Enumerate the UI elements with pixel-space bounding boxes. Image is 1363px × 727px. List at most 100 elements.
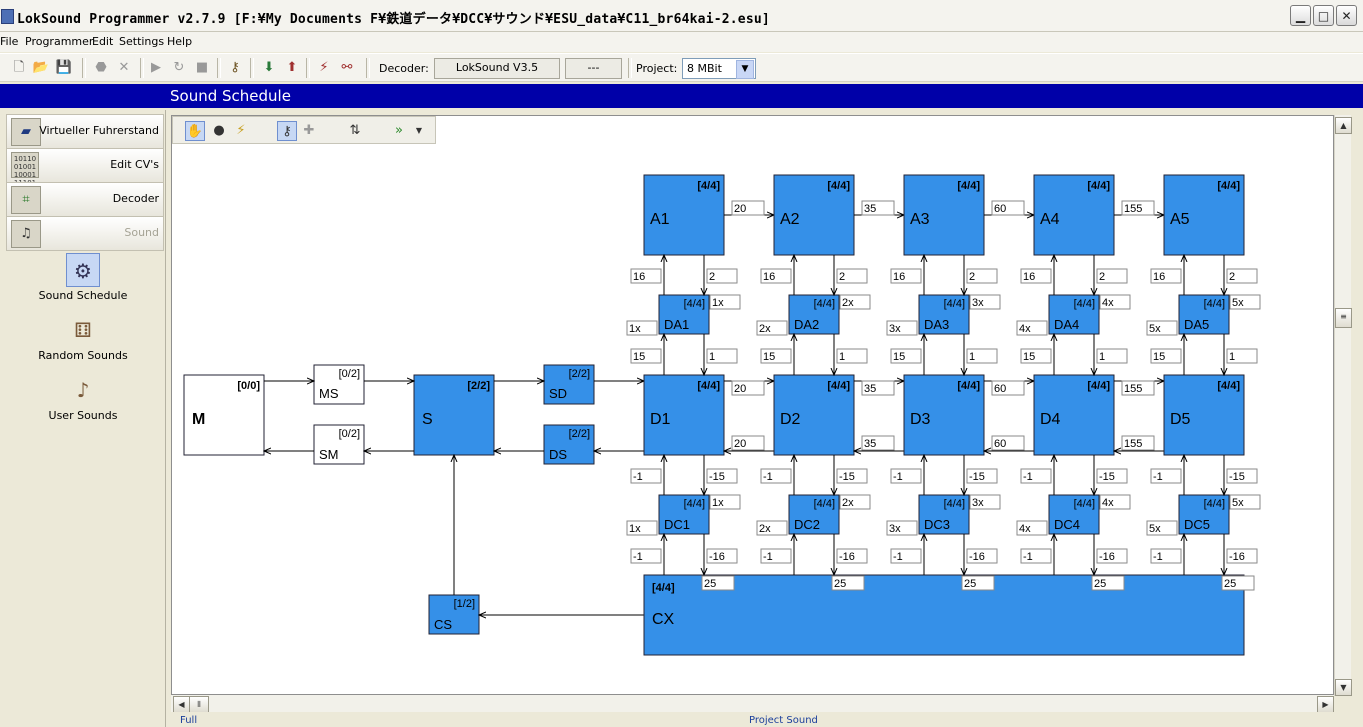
value-label-up[interactable]: 2 — [966, 268, 998, 284]
value-label-multiplier[interactable]: 4x — [1016, 520, 1048, 536]
block-a5[interactable]: [4/4]A5 — [1163, 174, 1245, 256]
stop-icon[interactable]: ■ — [195, 60, 209, 75]
value-label-up[interactable]: 16 — [1020, 268, 1052, 284]
key-tool-icon[interactable]: ⚷ — [277, 121, 297, 141]
close-icon[interactable]: ✕ — [1336, 5, 1357, 26]
value-label-mid[interactable]: 15 — [630, 348, 662, 364]
value-label-multiplier[interactable]: 1x — [626, 320, 658, 336]
value-label-step[interactable]: 35 — [861, 380, 895, 396]
block-d5[interactable]: [4/4]D5 — [1163, 374, 1245, 456]
chevron-down-icon[interactable]: ▼ — [736, 60, 754, 79]
value-label-up[interactable]: 2 — [1226, 268, 1258, 284]
sidebar-item-sound[interactable]: ♫ Sound — [6, 216, 164, 251]
repeat-icon[interactable]: ↻ — [173, 60, 185, 75]
block-cx[interactable]: [4/4]CX — [643, 574, 1245, 656]
block-a3[interactable]: [4/4]A3 — [903, 174, 985, 256]
value-label-mid[interactable]: 1 — [1096, 348, 1128, 364]
value-label-low[interactable]: -1 — [760, 468, 792, 484]
block-a4[interactable]: [4/4]A4 — [1033, 174, 1115, 256]
block-d2[interactable]: [4/4]D2 — [773, 374, 855, 456]
scroll-up-icon[interactable]: ▲ — [1335, 117, 1352, 134]
block-da5[interactable]: [4/4]DA5 — [1178, 294, 1230, 335]
value-label-bottom[interactable]: -16 — [1226, 548, 1258, 564]
sidebar-item-decoder[interactable]: ⌗ Decoder — [6, 182, 164, 217]
value-label-up[interactable]: 2 — [706, 268, 738, 284]
value-label-bottom[interactable]: -1 — [630, 548, 662, 564]
lightning-tool-icon[interactable]: ⚡ — [236, 123, 246, 138]
sidebar-item-virtueller-fuhrerstand[interactable]: ▰ Virtueller Fuhrerstand — [6, 114, 164, 149]
block-dc3[interactable]: [4/4]DC3 — [918, 494, 970, 535]
value-label-bottom[interactable]: -1 — [890, 548, 922, 564]
block-dc1[interactable]: [4/4]DC1 — [658, 494, 710, 535]
value-label-up[interactable]: 16 — [1150, 268, 1182, 284]
pointer-tool-icon[interactable]: ✋ — [185, 121, 205, 141]
drop-tool-icon[interactable]: ● — [213, 123, 225, 138]
value-label-mid[interactable]: 15 — [760, 348, 792, 364]
value-label-multiplier[interactable]: 1x — [709, 494, 741, 510]
schedule-canvas[interactable]: [0/0]M[0/2]MS[0/2]SM[2/2]S[2/2]SD[2/2]DS… — [171, 115, 1334, 695]
menu-edit[interactable]: Edit — [92, 35, 114, 48]
value-label-multiplier[interactable]: 1x — [709, 294, 741, 310]
chevron-down-icon[interactable]: ▼ — [415, 126, 423, 135]
value-label-multiplier[interactable]: 2x — [756, 520, 788, 536]
value-label-multiplier[interactable]: 3x — [969, 494, 1001, 510]
value-label-low[interactable]: -1 — [1150, 468, 1182, 484]
scroll-thumb[interactable]: ≡ — [1335, 308, 1352, 328]
stop-sign-icon[interactable]: ⬣ — [95, 60, 107, 75]
value-label-bottom[interactable]: -16 — [706, 548, 738, 564]
value-label-step[interactable]: 20 — [731, 200, 765, 216]
value-label-multiplier[interactable]: 5x — [1229, 294, 1261, 310]
sidebar-item-edit-cvs[interactable]: 10110010011000111101 Edit CV's — [6, 148, 164, 187]
value-label-step[interactable]: 155 — [1121, 435, 1155, 451]
value-label-multiplier[interactable]: 4x — [1099, 494, 1131, 510]
value-label-low[interactable]: -15 — [706, 468, 738, 484]
value-label-step[interactable]: 20 — [731, 435, 765, 451]
value-label-multiplier[interactable]: 2x — [756, 320, 788, 336]
value-label-bottom[interactable]: -1 — [760, 548, 792, 564]
value-label-cx[interactable]: 25 — [961, 575, 995, 591]
horizontal-scrollbar[interactable]: ◀ ⦀ ▶ — [171, 695, 1334, 713]
maximize-icon[interactable]: □ — [1313, 5, 1334, 26]
value-label-multiplier[interactable]: 4x — [1099, 294, 1131, 310]
block-sm[interactable]: [0/2]SM — [313, 424, 365, 465]
value-label-bottom[interactable]: -1 — [1150, 548, 1182, 564]
block-dc2[interactable]: [4/4]DC2 — [788, 494, 840, 535]
sidebar-subitem-user-sounds[interactable]: ♪ User Sounds — [20, 373, 146, 422]
value-label-mid[interactable]: 15 — [1150, 348, 1182, 364]
scroll-down-icon[interactable]: ▼ — [1335, 679, 1352, 696]
scroll-right-icon[interactable]: ▶ — [1317, 696, 1334, 713]
value-label-multiplier[interactable]: 1x — [626, 520, 658, 536]
sidebar-subitem-sound-schedule[interactable]: ⚙ Sound Schedule — [20, 253, 146, 302]
value-label-mid[interactable]: 1 — [1226, 348, 1258, 364]
value-label-step[interactable]: 60 — [991, 380, 1025, 396]
value-label-multiplier[interactable]: 5x — [1146, 320, 1178, 336]
value-label-multiplier[interactable]: 3x — [886, 520, 918, 536]
value-label-low[interactable]: -1 — [630, 468, 662, 484]
block-da2[interactable]: [4/4]DA2 — [788, 294, 840, 335]
value-label-up[interactable]: 16 — [890, 268, 922, 284]
cancel-icon[interactable]: ✕ — [118, 60, 130, 75]
value-label-mid[interactable]: 15 — [1020, 348, 1052, 364]
value-label-bottom[interactable]: -1 — [1020, 548, 1052, 564]
new-file-icon[interactable]: 🗋 — [13, 60, 25, 75]
sidebar-subitem-random-sounds[interactable]: ⚅ Random Sounds — [20, 313, 146, 362]
menu-file[interactable]: File — [0, 35, 19, 48]
read-decoder-icon[interactable]: ⬇ — [263, 60, 275, 75]
link-tool-icon[interactable]: ✚ — [303, 123, 315, 138]
play-icon[interactable]: ▶ — [151, 60, 161, 75]
value-label-step[interactable]: 35 — [861, 200, 895, 216]
save-icon[interactable]: 💾 — [55, 60, 73, 75]
sort-tool-icon[interactable]: ⇅ — [349, 123, 361, 138]
value-label-cx[interactable]: 25 — [701, 575, 735, 591]
value-label-multiplier[interactable]: 3x — [886, 320, 918, 336]
block-cs[interactable]: [1/2]CS — [428, 594, 480, 635]
key-icon[interactable]: ⚷ — [230, 60, 240, 75]
value-label-cx[interactable]: 25 — [1091, 575, 1125, 591]
value-label-low[interactable]: -15 — [1226, 468, 1258, 484]
value-label-step[interactable]: 60 — [991, 200, 1025, 216]
value-label-step[interactable]: 20 — [731, 380, 765, 396]
block-da4[interactable]: [4/4]DA4 — [1048, 294, 1100, 335]
block-a2[interactable]: [4/4]A2 — [773, 174, 855, 256]
value-label-mid[interactable]: 1 — [706, 348, 738, 364]
menu-programmer[interactable]: Programmer — [25, 35, 94, 48]
